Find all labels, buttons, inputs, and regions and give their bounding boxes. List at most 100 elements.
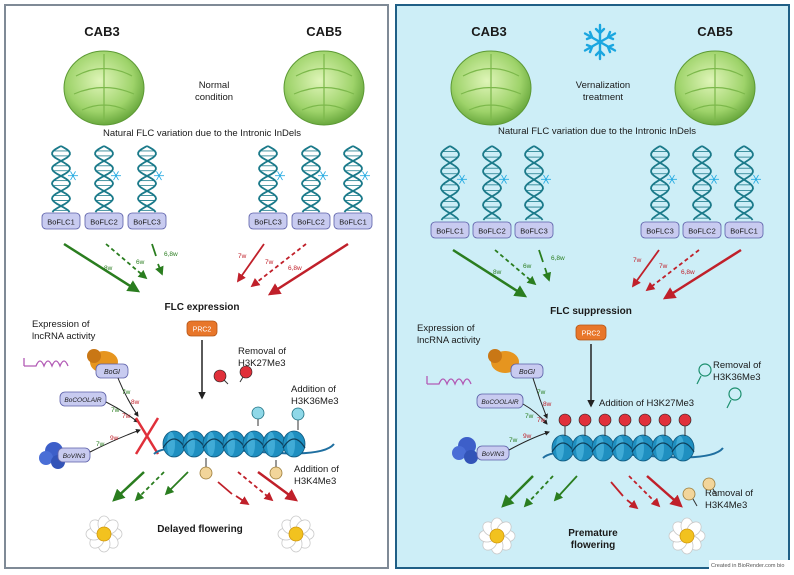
bocoolair-box: BoCOOLAIR	[59, 391, 107, 407]
red-arrow	[267, 242, 349, 296]
bovin3-box: BoVIN3	[476, 445, 510, 461]
h3k36me3-removed-marks	[696, 363, 742, 409]
gene-label: BoFLC3	[254, 218, 282, 227]
removal-label-line2: H3K27Me3	[238, 358, 286, 369]
week-label: 7w	[96, 441, 105, 448]
chromatin	[542, 434, 724, 462]
green-arrow	[105, 243, 148, 280]
gene-box-bofl2: BoFLC2	[291, 212, 331, 230]
cabbage-icon	[63, 50, 145, 126]
h3k27me3-marks	[558, 413, 692, 436]
bogi-box: BoGI	[95, 363, 129, 379]
normal-condition-panel: CAB3 CAB5 Normal condition Natural FLC v…	[4, 4, 389, 569]
lncrna-label: Expression of	[417, 323, 475, 334]
bocoolair-label: BoCOOLAIR	[481, 399, 519, 406]
green-arrow	[501, 475, 534, 508]
red-arrow	[217, 481, 248, 504]
week-label: 7w	[509, 437, 518, 444]
week-label: 7w	[238, 253, 247, 260]
prc2-complex: PRC2	[186, 320, 218, 337]
lncrna-transcript	[426, 376, 472, 386]
cab5-label: CAB5	[697, 24, 732, 39]
h3k4me3-removed-marks	[682, 477, 718, 507]
week-label: 7w	[633, 257, 642, 264]
gene-box-bofl1: BoFLC1	[430, 221, 470, 239]
gene-label: BoFLC3	[133, 218, 161, 227]
prc2-label: PRC2	[193, 327, 212, 334]
vernalization-panel: CAB3 CAB5 Vernalization treatment Natura…	[395, 4, 790, 569]
green-arrow	[151, 243, 162, 274]
week-label: 6,8w	[681, 269, 695, 276]
gene-box-bofl1: BoFLC1	[333, 212, 373, 230]
h3k4me3-marks	[199, 458, 283, 480]
red-arrow	[610, 481, 637, 508]
week-label: 8w	[493, 269, 502, 276]
removal-h3k36-label: Removal of	[713, 360, 761, 371]
regulator-arrow	[532, 377, 548, 419]
week-label: 6w	[136, 259, 145, 266]
week-label: 7w	[122, 413, 131, 420]
week-label: 6w	[523, 263, 532, 270]
red-arrow	[236, 243, 265, 283]
bovin3-box: BoVIN3	[57, 447, 91, 463]
gene-box-bofl2: BoFLC2	[84, 212, 124, 230]
prc2-label: PRC2	[582, 331, 601, 338]
cab3-label: CAB3	[471, 24, 506, 39]
week-label: 7w	[537, 417, 546, 424]
gene-box-bofl3: BoFLC3	[640, 221, 680, 239]
addition-h3k36-label-line2: H3K36Me3	[291, 396, 339, 407]
green-arrow	[538, 249, 549, 280]
lncrna-label: Expression of	[32, 319, 90, 330]
addition-h3k4-label: Addition of	[294, 464, 339, 475]
flowering-outcome: Premature	[568, 528, 618, 539]
condition-label: Vernalization	[576, 80, 630, 91]
condition-label-line2: condition	[195, 92, 233, 103]
gene-box-bofl3: BoFLC3	[127, 212, 167, 230]
normal-condition-diagram: CAB3 CAB5 Normal condition Natural FLC v…	[23, 24, 373, 553]
regulator-arrow	[105, 401, 139, 423]
gene-label: BoFLC1	[47, 218, 75, 227]
regulator-arrow	[117, 377, 139, 417]
flower-icon	[668, 517, 706, 555]
flower-icon	[277, 515, 315, 553]
bovin3-protein	[452, 437, 478, 464]
bovin3-label: BoVIN3	[63, 453, 86, 460]
removal-h3k4-label: Removal of	[705, 488, 753, 499]
green-arrow	[164, 471, 189, 496]
h3k27me3-removed-marks	[213, 365, 253, 385]
bocoolair-box: BoCOOLAIR	[476, 393, 524, 409]
gene-box-bofl3: BoFLC3	[248, 212, 288, 230]
cab3-label: CAB3	[84, 24, 119, 39]
week-label: 6,8w	[288, 265, 302, 272]
week-label: 8w	[543, 401, 552, 408]
dna-helix-group	[51, 145, 370, 213]
dna-helix-group	[440, 145, 761, 221]
lncrna-label-line2: lncRNA activity	[417, 335, 481, 346]
week-label: 9w	[110, 435, 119, 442]
cabbage-icon	[283, 50, 365, 126]
gene-label: BoFLC1	[339, 218, 367, 227]
week-label: 7w	[122, 389, 131, 396]
vernalization-diagram: CAB3 CAB5 Vernalization treatment Natura…	[417, 23, 790, 569]
cab5-label: CAB5	[306, 24, 341, 39]
gene-label: BoFLC3	[646, 227, 674, 236]
gene-label: BoFLC2	[688, 227, 716, 236]
prc2-complex: PRC2	[575, 324, 607, 341]
gene-box-bofl2: BoFLC2	[682, 221, 722, 239]
intronic-indel-note: Natural FLC variation due to the Introni…	[498, 126, 696, 137]
gene-box-bofl3: BoFLC3	[514, 221, 554, 239]
green-arrow	[553, 475, 578, 502]
week-label: 8w	[131, 399, 140, 406]
flowering-outcome: Delayed flowering	[157, 524, 243, 535]
red-arrow	[662, 248, 742, 300]
removal-label: Removal of	[238, 346, 286, 357]
gene-label: BoFLC2	[297, 218, 325, 227]
regulator-arrow	[522, 403, 548, 425]
week-label: 9w	[523, 433, 532, 440]
week-label: 7w	[659, 263, 668, 270]
removal-h3k4-label-line2: H3K4Me3	[705, 500, 747, 511]
addition-h3k27-label: Addition of H3K27Me3	[599, 398, 694, 409]
flower-icon	[478, 517, 516, 555]
gene-label: BoFLC3	[520, 227, 548, 236]
week-label: 7w	[537, 389, 546, 396]
